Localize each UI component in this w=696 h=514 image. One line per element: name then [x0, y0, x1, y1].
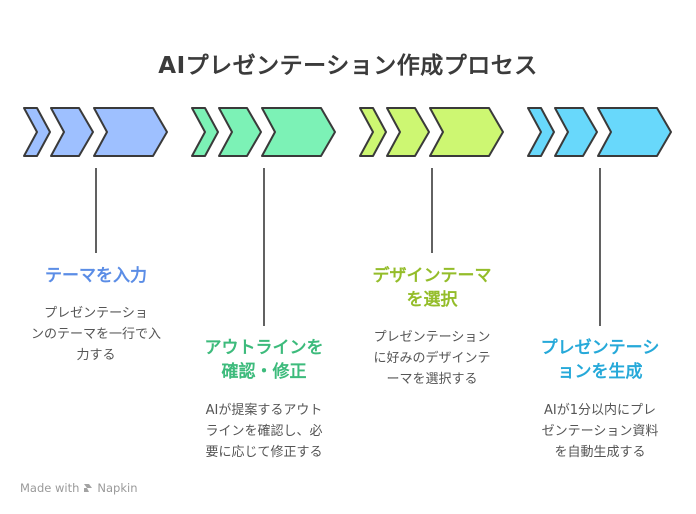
- step-1-chevron-small-b: [50, 107, 94, 157]
- step-1-description: プレゼンテーショ ンのテーマを一行で入 力する: [6, 303, 186, 366]
- step-1-heading-line: テーマを入力: [45, 266, 147, 286]
- napkin-brand-text: Napkin: [97, 481, 138, 495]
- step-2-desc-line: 要に応じて修正する: [205, 445, 323, 460]
- step-2-heading: アウトラインを 確認・修正: [184, 336, 344, 384]
- step-3-description: プレゼンテーション に好みのデザインテ ーマを選択する: [342, 327, 522, 390]
- step-2-description: AIが提案するアウト ラインを確認し、必 要に応じて修正する: [174, 400, 354, 463]
- step-3-chevron-large: [429, 107, 504, 157]
- step-4-chevron-large: [597, 107, 672, 157]
- step-4-desc-line: ゼンテーション資料: [541, 424, 659, 439]
- step-1-chevrons: [23, 107, 168, 157]
- step-2-chevron-small-a: [191, 107, 219, 157]
- step-3-heading-line: を選択: [406, 290, 458, 310]
- step-1-desc-line: 力する: [76, 348, 116, 363]
- step-4-chevron-small-b: [554, 107, 598, 157]
- step-3-desc-line: プレゼンテーション: [373, 330, 491, 345]
- step-4-desc-line: AIが1分以内にプレ: [544, 403, 656, 418]
- step-1-desc-line: プレゼンテーショ: [44, 306, 148, 321]
- step-4-heading-line: ョンを生成: [557, 362, 643, 382]
- step-3-heading-line: デザインテーマ: [372, 266, 492, 286]
- step-4-heading-line: プレゼンテーシ: [540, 338, 660, 358]
- step-3-desc-line: に好みのデザインテ: [373, 351, 491, 366]
- step-3-chevron-small-b: [386, 107, 430, 157]
- step-4-heading: プレゼンテーシ ョンを生成: [520, 336, 680, 384]
- step-2-heading-line: 確認・修正: [221, 362, 307, 382]
- step-2-chevrons: [191, 107, 336, 157]
- step-1-desc-line: ンのテーマを一行で入: [30, 327, 161, 342]
- step-2-chevron-small-b: [218, 107, 262, 157]
- napkin-logo-icon: [84, 484, 93, 492]
- step-1-chevron-large: [93, 107, 168, 157]
- made-with-napkin: Made with Napkin: [20, 481, 138, 495]
- step-2-desc-line: AIが提案するアウト: [205, 403, 323, 418]
- step-3-desc-line: ーマを選択する: [386, 372, 478, 387]
- step-1-chevron-small-a: [23, 107, 51, 157]
- made-with-text: Made with: [20, 481, 80, 495]
- step-4-description: AIが1分以内にプレ ゼンテーション資料 を自動生成する: [510, 400, 690, 463]
- step-3-heading: デザインテーマ を選択: [352, 264, 512, 312]
- step-2-desc-line: ラインを確認し、必: [205, 424, 323, 439]
- step-2-chevron-large: [261, 107, 336, 157]
- step-4-chevron-small-a: [527, 107, 555, 157]
- step-4-chevrons: [527, 107, 672, 157]
- step-4-desc-line: を自動生成する: [554, 445, 646, 460]
- step-2-heading-line: アウトラインを: [204, 338, 324, 358]
- step-3-chevrons: [359, 107, 504, 157]
- step-1-heading: テーマを入力: [16, 264, 176, 288]
- diagram-title: AIプレゼンテーション作成プロセス: [158, 53, 538, 79]
- step-3-chevron-small-a: [359, 107, 387, 157]
